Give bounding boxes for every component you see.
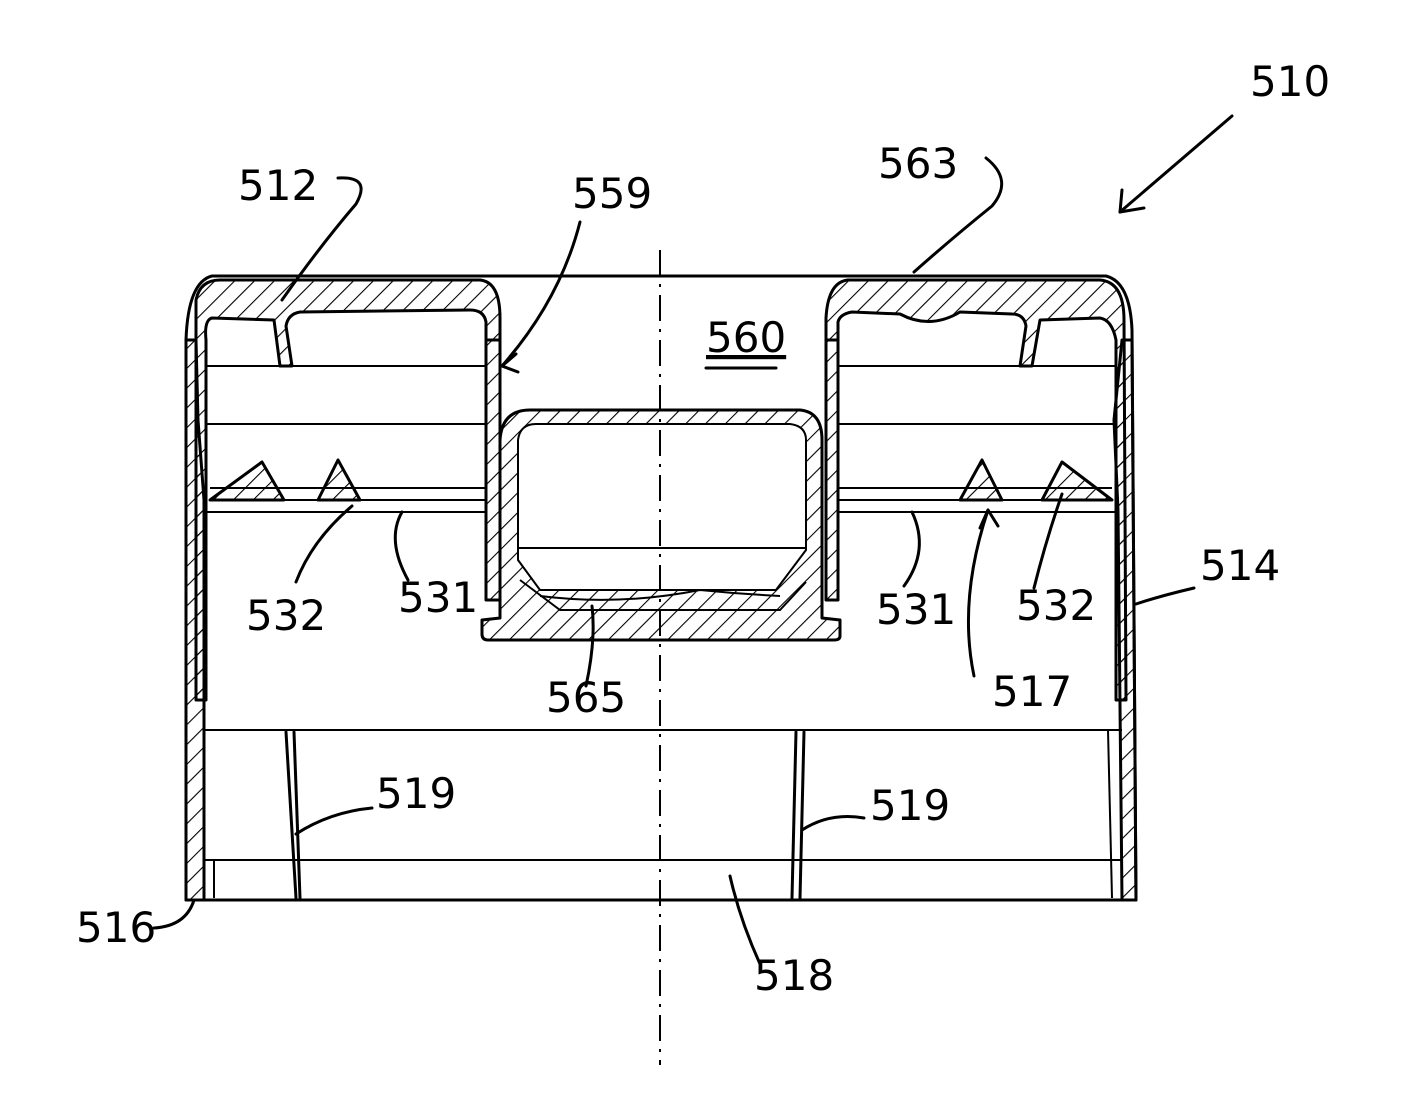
label-514: 514 xyxy=(1200,541,1280,590)
label-532-left: 532 xyxy=(246,591,326,640)
label-519-right: 519 xyxy=(870,781,950,830)
label-517: 517 xyxy=(992,667,1072,716)
label-519-left: 519 xyxy=(376,769,456,818)
label-531-left: 531 xyxy=(398,573,478,622)
label-559: 559 xyxy=(572,169,652,218)
label-563: 563 xyxy=(878,139,958,188)
label-512: 512 xyxy=(238,161,318,210)
label-560: 560 xyxy=(706,313,786,362)
label-518: 518 xyxy=(754,951,834,1000)
label-510: 510 xyxy=(1250,57,1330,106)
tooth-right-inner xyxy=(960,460,1002,500)
tooth-left-inner xyxy=(318,460,360,500)
label-565: 565 xyxy=(546,673,626,722)
well-wall-right xyxy=(826,340,838,600)
label-532-right: 532 xyxy=(1016,581,1096,630)
tooth-right-outer xyxy=(1042,462,1112,500)
well-wall-left xyxy=(486,340,500,600)
label-531-right: 531 xyxy=(876,585,956,634)
rib-right xyxy=(792,732,796,898)
label-516: 516 xyxy=(76,903,156,952)
tooth-left-outer xyxy=(210,462,284,500)
